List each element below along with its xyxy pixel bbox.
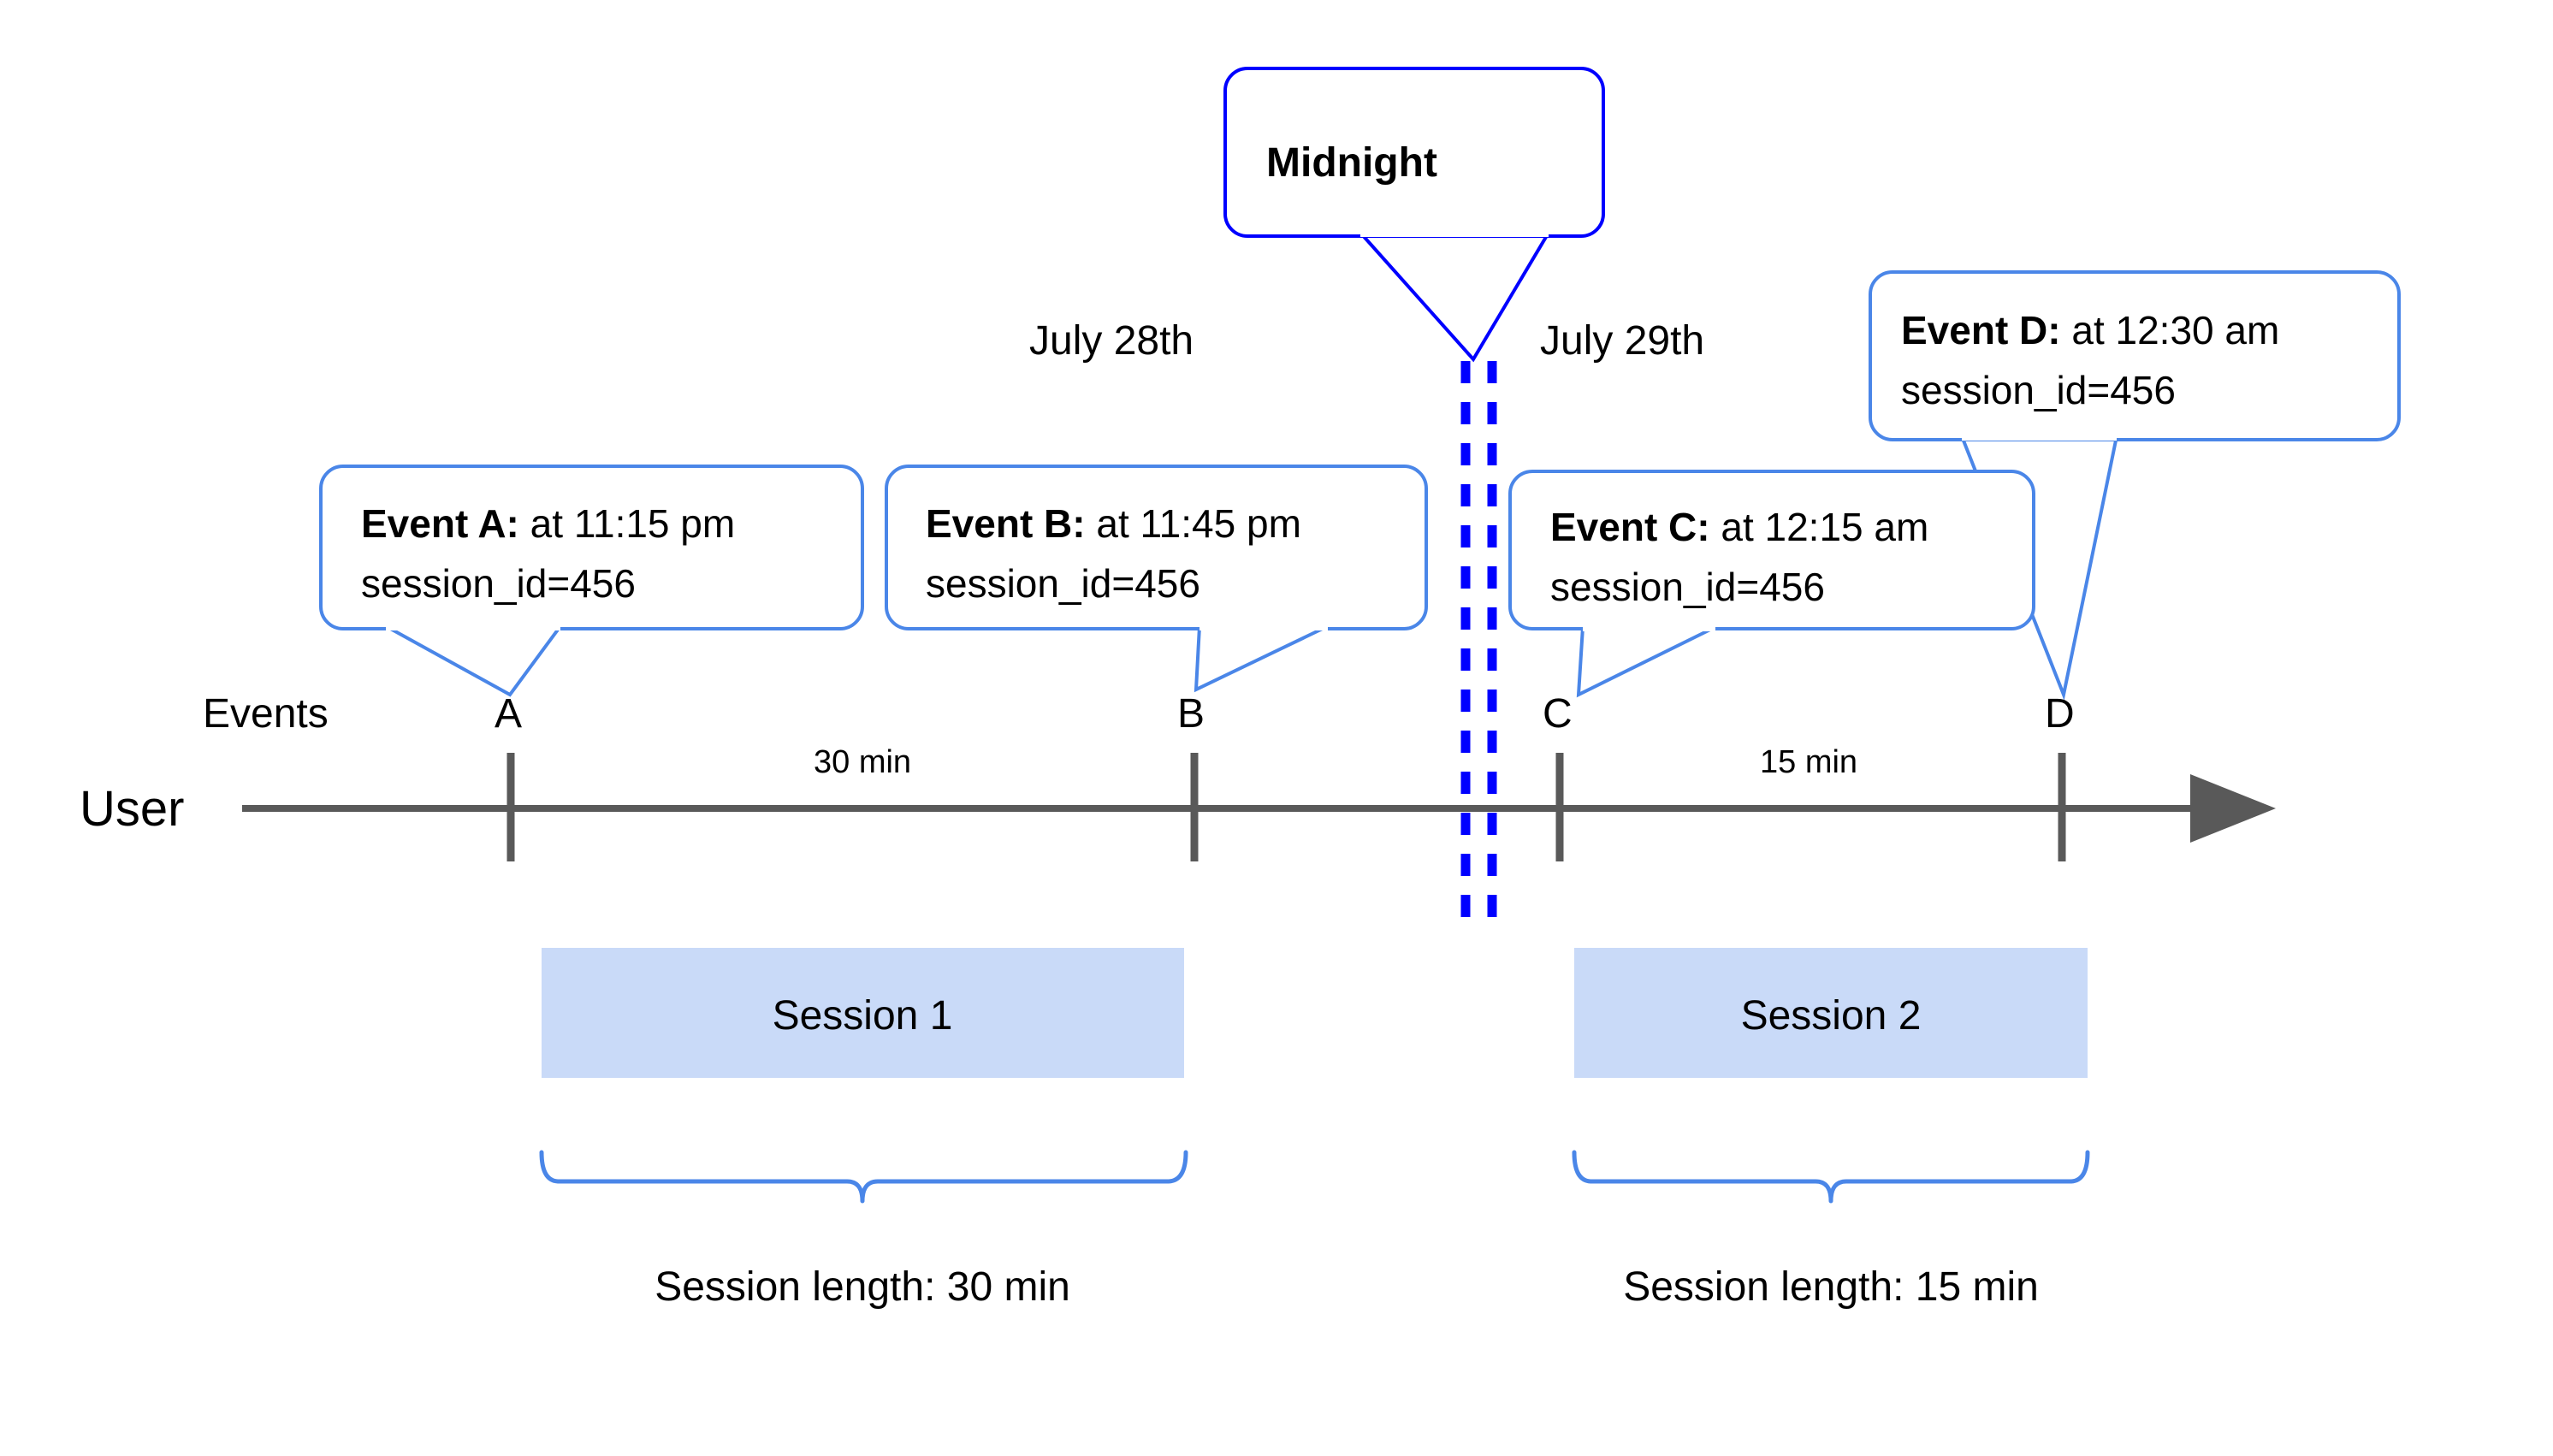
- callout-event-b-tail: [1194, 624, 1329, 693]
- callout-event-a-title: Event A:: [361, 501, 519, 546]
- session-2-label: Session 2: [1741, 993, 1922, 1039]
- interval-label-30min: 30 min: [814, 744, 911, 780]
- callout-event-b-box: [885, 465, 1428, 630]
- midnight-divider: [1460, 361, 1497, 929]
- date-label-july-29: July 29th: [1540, 318, 1704, 364]
- event-marker-label-b: B: [1177, 691, 1205, 737]
- callout-event-c-time: at 12:15 am: [1710, 505, 1929, 549]
- callout-event-b-title: Event B:: [926, 501, 1086, 546]
- callout-event-c-line1: Event C: at 12:15 am: [1550, 505, 1928, 549]
- callout-event-a-tail: [385, 624, 564, 697]
- midnight-callout-tail: [1356, 231, 1552, 363]
- callout-event-a-session: session_id=456: [361, 561, 636, 606]
- callout-event-b-time: at 11:45 pm: [1086, 501, 1301, 546]
- session-1-block: Session 1: [542, 948, 1184, 1078]
- callout-event-d-line1: Event D: at 12:30 am: [1901, 308, 2279, 352]
- session-2-brace: [1572, 1150, 2090, 1204]
- session-1-brace: [539, 1150, 1188, 1204]
- callout-event-d-session: session_id=456: [1901, 368, 2176, 412]
- session-2-block: Session 2: [1574, 948, 2088, 1078]
- callout-event-a-box: [319, 465, 864, 630]
- callout-event-c-box: [1508, 470, 2035, 630]
- timeline-axis: [242, 774, 2276, 843]
- event-marker-label-a: A: [495, 691, 522, 737]
- events-row-label: Events: [203, 691, 329, 737]
- callout-event-a: Event A: at 11:15 pm session_id=456: [319, 465, 864, 697]
- callout-event-a-time: at 11:15 pm: [519, 501, 735, 546]
- callout-event-c-tail: [1576, 625, 1716, 698]
- callout-event-d-time: at 12:30 am: [2061, 308, 2280, 352]
- callout-event-b-session: session_id=456: [926, 561, 1200, 606]
- user-row-label: User: [80, 781, 184, 837]
- midnight-callout: Midnight: [1223, 67, 1605, 363]
- session-1-rect: [542, 948, 1184, 1078]
- interval-label-15min: 15 min: [1760, 744, 1857, 780]
- callout-event-c-session: session_id=456: [1550, 565, 1825, 609]
- callout-event-d-box: [1869, 270, 2401, 441]
- date-label-july-28: July 28th: [1029, 318, 1194, 364]
- session-1-length-label: Session length: 30 min: [655, 1264, 1070, 1310]
- session-2-length-label: Session length: 15 min: [1623, 1264, 2039, 1310]
- event-marker-label-d: D: [2045, 691, 2075, 737]
- session-2-rect: [1574, 948, 2088, 1078]
- callout-event-a-line1: Event A: at 11:15 pm: [361, 501, 735, 546]
- callout-event-c: Event C: at 12:15 am session_id=456: [1508, 470, 2035, 698]
- midnight-label: Midnight: [1266, 140, 1437, 186]
- callout-event-b: Event B: at 11:45 pm session_id=456: [885, 465, 1428, 693]
- callout-event-c-title: Event C:: [1550, 505, 1710, 549]
- callout-event-d: Event D: at 12:30 am session_id=456: [1869, 270, 2401, 701]
- callout-event-b-line1: Event B: at 11:45 pm: [926, 501, 1301, 546]
- axis-arrowhead-icon: [2190, 774, 2276, 843]
- callout-event-d-title: Event D:: [1901, 308, 2061, 352]
- session-1-label: Session 1: [773, 993, 953, 1039]
- event-marker-label-c: C: [1543, 691, 1573, 737]
